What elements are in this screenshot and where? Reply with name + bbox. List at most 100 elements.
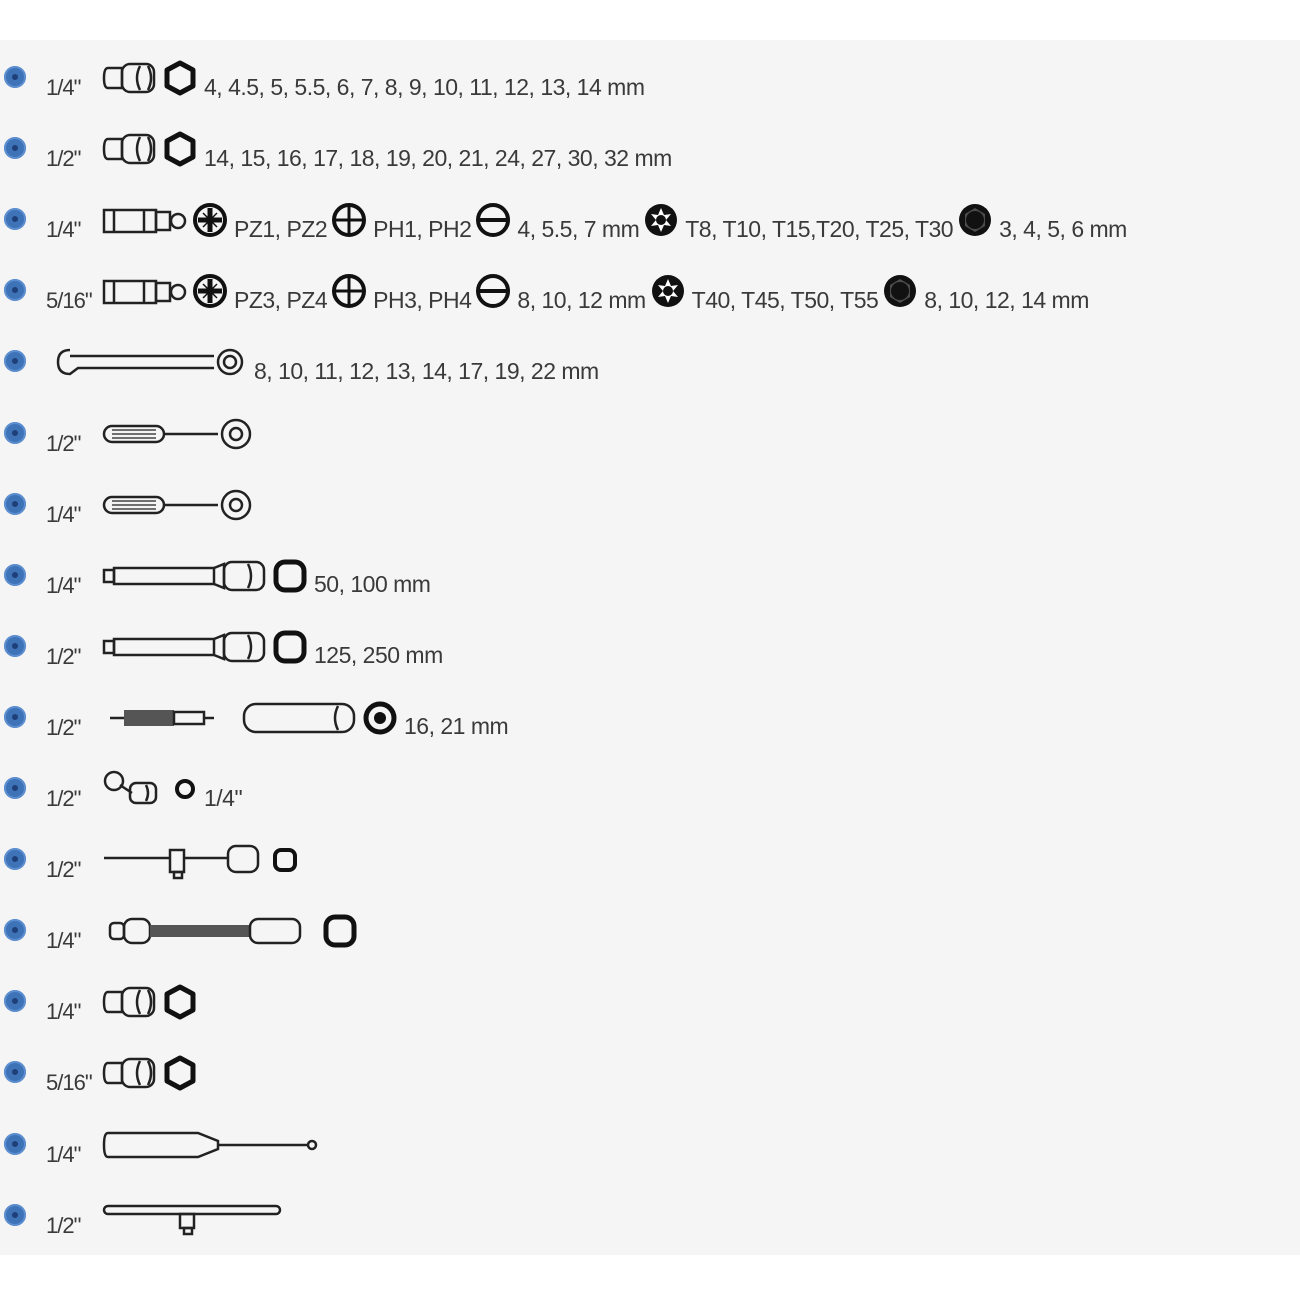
extension-icon bbox=[100, 556, 270, 596]
tool-segment bbox=[100, 627, 270, 667]
bullet-icon bbox=[4, 777, 26, 799]
dot-ring-icon bbox=[360, 698, 400, 738]
tool-sizes-text: PH1, PH2 bbox=[373, 215, 472, 242]
tool-segment: 8, 10, 12, 14 mm bbox=[880, 269, 1091, 314]
tool-sizes-text: 125, 250 mm bbox=[314, 642, 443, 669]
tool-segment bbox=[100, 840, 270, 880]
tool-segment bbox=[230, 698, 360, 738]
bullet-icon bbox=[4, 492, 26, 515]
ratchet-icon bbox=[100, 485, 260, 525]
tool-sizes-text: 4, 5.5, 7 mm bbox=[517, 215, 640, 242]
socket-icon bbox=[100, 129, 160, 169]
tool-segment bbox=[100, 271, 190, 311]
tool-segment: 14, 15, 16, 17, 18, 19, 20, 21, 24, 27, … bbox=[160, 127, 674, 172]
small-ring-icon bbox=[170, 769, 200, 809]
tool-sizes-text: 16, 21 mm bbox=[404, 713, 509, 740]
tool-segment: PZ3, PZ4 bbox=[190, 269, 329, 314]
bit-holder-icon bbox=[100, 200, 190, 240]
tool-row: 1/4" bbox=[0, 1120, 1300, 1170]
tool-segment bbox=[100, 1125, 320, 1165]
hex-ring-icon bbox=[160, 58, 200, 98]
drive-size-label: 1/4" bbox=[46, 217, 81, 243]
hex-ring-icon bbox=[160, 982, 200, 1022]
tool-sizes-text: 3, 4, 5, 6 mm bbox=[999, 215, 1127, 242]
tool-segment bbox=[100, 485, 260, 525]
flex-extension-icon bbox=[100, 911, 320, 951]
drive-size-label: 1/4" bbox=[46, 928, 81, 954]
bullet-icon bbox=[4, 421, 26, 444]
square-ring-icon bbox=[270, 556, 310, 596]
tool-row: 1/2" 16, 21 mm bbox=[0, 693, 1300, 743]
drive-size-label: 1/2" bbox=[46, 857, 81, 883]
pozi-icon bbox=[190, 271, 230, 311]
tool-sizes-text: 8, 10, 11, 12, 13, 14, 17, 19, 22 mm bbox=[254, 357, 599, 384]
drive-size-label: 1/2" bbox=[46, 146, 81, 172]
tool-row: 1/4" bbox=[0, 977, 1300, 1027]
drive-size-label: 1/2" bbox=[46, 786, 81, 811]
tool-segment: 1/4" bbox=[170, 767, 244, 812]
tool-segment bbox=[270, 840, 300, 880]
phillips-icon bbox=[329, 271, 369, 311]
square-ring-icon bbox=[320, 911, 360, 951]
tool-sizes-text: 1/4" bbox=[204, 784, 243, 811]
bullet-icon bbox=[4, 1203, 26, 1226]
bullet-icon bbox=[4, 563, 26, 586]
tool-row: 5/16" PZ3, PZ4 PH3, PH4 8, 10, 12 mm T40, T4… bbox=[0, 266, 1300, 316]
drive-size-label: 1/4" bbox=[46, 999, 81, 1025]
bit-holder-icon bbox=[100, 271, 190, 311]
small-square-icon bbox=[270, 840, 300, 880]
tool-segment bbox=[100, 1053, 160, 1093]
slot-icon bbox=[473, 271, 513, 311]
tool-segment: 16, 21 mm bbox=[360, 695, 510, 740]
tool-sizes-text: PZ3, PZ4 bbox=[234, 286, 328, 313]
tool-row: 1/2" 1/4" bbox=[0, 764, 1300, 814]
tool-segment bbox=[100, 200, 190, 240]
bullet-icon bbox=[4, 705, 26, 728]
tool-sizes-text: 8, 10, 12 mm bbox=[517, 286, 646, 313]
bullet-icon bbox=[4, 350, 26, 373]
tool-segment: 3, 4, 5, 6 mm bbox=[955, 198, 1129, 243]
bullet-icon bbox=[4, 848, 26, 871]
tool-segment: 8, 10, 12 mm bbox=[473, 269, 647, 314]
bullet-icon bbox=[4, 279, 26, 302]
drive-size-label: 1/2" bbox=[46, 643, 81, 669]
pozi-icon bbox=[190, 200, 230, 240]
tool-segment bbox=[100, 911, 320, 951]
tool-segment bbox=[100, 129, 160, 169]
tool-row: 5/16" bbox=[0, 1048, 1300, 1098]
bullet-icon bbox=[4, 634, 26, 657]
tool-segment: PZ1, PZ2 bbox=[190, 198, 329, 243]
tool-sizes-text: 50, 100 mm bbox=[314, 571, 431, 598]
tool-sizes-text: 4, 4.5, 5, 5.5, 6, 7, 8, 9, 10, 11, 12, … bbox=[204, 73, 645, 100]
tool-segment: 125, 250 mm bbox=[270, 624, 445, 669]
torx-icon bbox=[641, 200, 681, 240]
drive-size-label: 5/16" bbox=[46, 1070, 93, 1096]
tool-segment bbox=[160, 982, 200, 1022]
tool-row: 1/4" PZ1, PZ2 PH1, PH2 4, 5.5, 7 mm T8, T10,… bbox=[0, 195, 1300, 245]
tool-segment bbox=[100, 769, 170, 809]
sliding-adapter-icon bbox=[100, 840, 270, 880]
tool-sizes-text: PZ1, PZ2 bbox=[234, 215, 328, 242]
bullet-icon bbox=[4, 1132, 26, 1155]
bullet-icon bbox=[4, 990, 26, 1013]
tool-segment bbox=[100, 414, 260, 454]
drive-size-label: 5/16" bbox=[46, 288, 93, 314]
bullet-icon bbox=[4, 919, 26, 942]
tool-row: 1/2" 125, 250 mm bbox=[0, 622, 1300, 672]
tool-sizes-text: T40, T45, T50, T55 bbox=[691, 286, 879, 313]
t-bar-icon bbox=[100, 1196, 290, 1236]
tool-segment bbox=[100, 982, 160, 1022]
tool-segment bbox=[160, 1053, 200, 1093]
drive-size-label: 1/2" bbox=[46, 714, 81, 740]
tool-sizes-text: T8, T10, T15,T20, T25, T30 bbox=[685, 215, 954, 242]
tool-row: 1/4" bbox=[0, 480, 1300, 530]
tool-segment bbox=[100, 698, 230, 738]
tool-row: 1/4"50, 100 mm bbox=[0, 551, 1300, 601]
bullet-icon bbox=[4, 208, 26, 231]
ratchet-icon bbox=[100, 414, 260, 454]
tool-row: 1/4" bbox=[0, 906, 1300, 956]
torx-icon bbox=[648, 271, 688, 311]
tool-sizes-text: 14, 15, 16, 17, 18, 19, 20, 21, 24, 27, … bbox=[204, 144, 672, 171]
tool-sizes-text: PH3, PH4 bbox=[373, 286, 472, 313]
tool-segment: T40, T45, T50, T55 bbox=[648, 269, 881, 314]
